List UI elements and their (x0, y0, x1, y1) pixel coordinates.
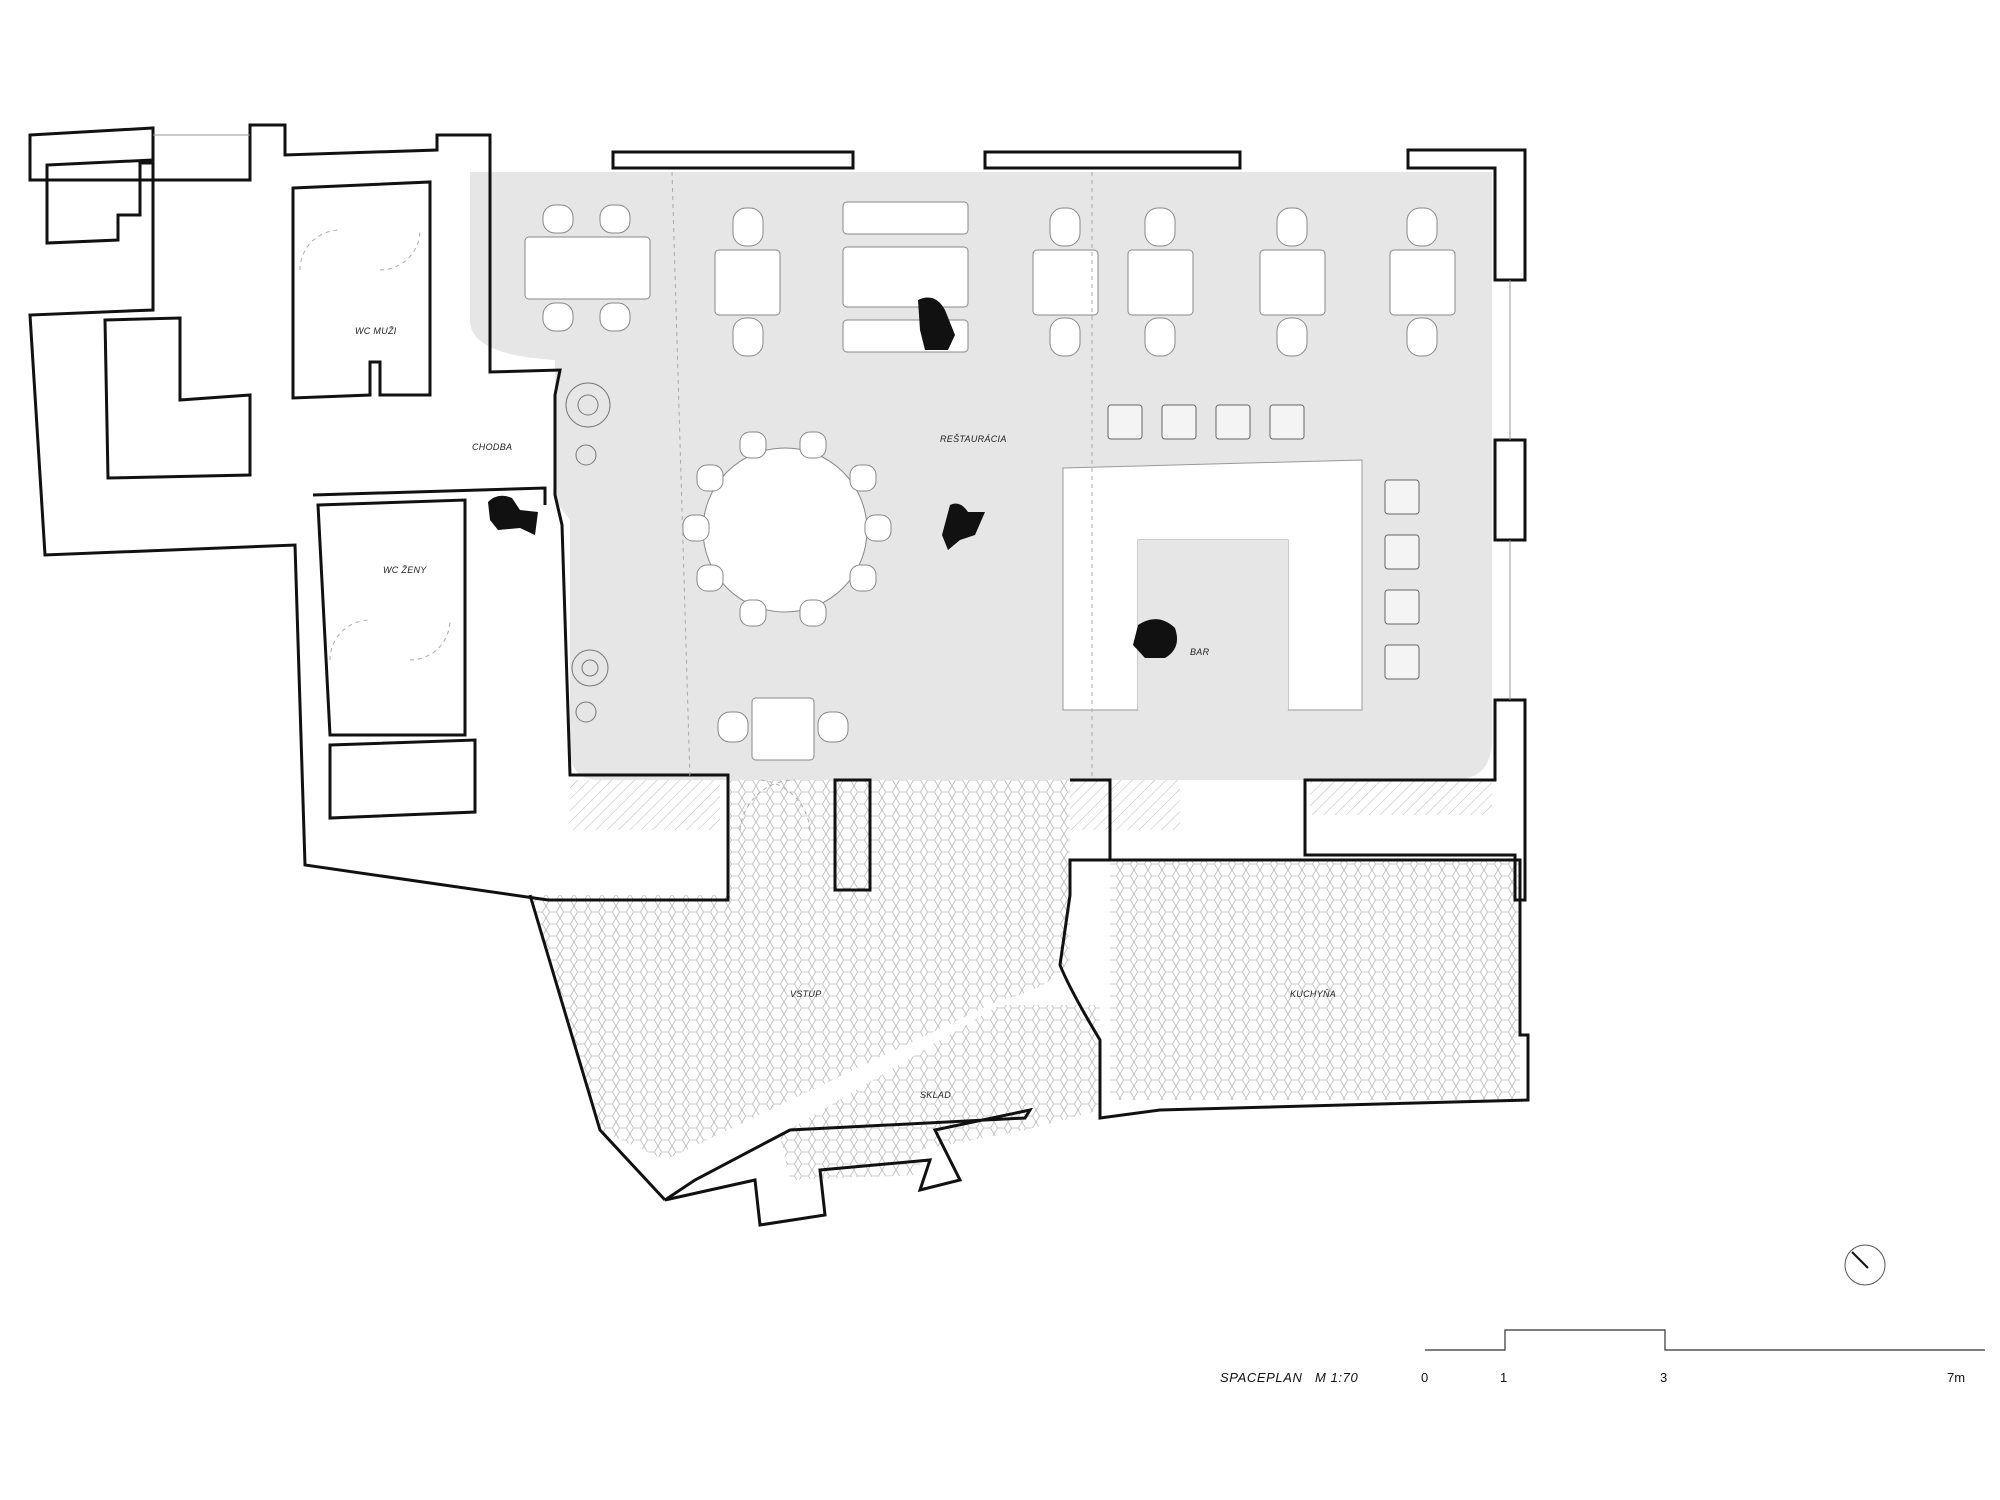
scale-tick-3: 3 (1660, 1370, 1667, 1385)
room-label-kuchyna: KUCHYŇA (1290, 989, 1336, 999)
door-swing-1 (299, 229, 341, 271)
plan-scale: M 1:70 (1315, 1370, 1359, 1385)
hatch-band-1 (570, 780, 720, 830)
pillar-left (833, 778, 872, 892)
table-square-2 (1032, 249, 1099, 316)
north-arrow-icon (1844, 1244, 1886, 1286)
table-square-5 (1389, 249, 1456, 316)
outer-wall-top-mid (983, 150, 1242, 170)
bar-stools (1107, 404, 1420, 680)
table-square-4 (1259, 249, 1326, 316)
person-icon (488, 297, 1178, 658)
door-swing-2 (379, 229, 421, 271)
outer-wall-right-mid (1493, 438, 1527, 542)
chairs (542, 204, 1438, 743)
room-label-restauracia: REŠTAURÁCIA (940, 434, 1007, 444)
scale-tick-0: 0 (1421, 1370, 1428, 1385)
table-rect-2 (842, 246, 969, 308)
wall-corridor (312, 486, 547, 505)
wall-wc-zeny-lower (328, 738, 477, 820)
outer-wall-storage (664, 1107, 1034, 1227)
bench-top (842, 201, 969, 235)
outer-wall-entrance-edge (528, 894, 667, 1202)
room-label-sklad: SKLAD (920, 1090, 951, 1100)
room-label-chodba: CHODBA (472, 442, 512, 452)
outer-wall-kitchen (1058, 858, 1530, 1120)
outer-wall-top-right (611, 150, 855, 170)
storage-floor (780, 1005, 1100, 1180)
table-square-1 (714, 249, 781, 316)
wall-wc-zeny (316, 498, 467, 737)
plant-icon (565, 382, 611, 723)
table-square-3 (1127, 249, 1194, 316)
door-swing-3 (329, 619, 371, 661)
pillar-mid (1070, 778, 1112, 860)
outer-wall-right (1406, 148, 1527, 282)
table-small-bottom (751, 697, 815, 761)
scale-tick-7m: 7m (1947, 1370, 1965, 1385)
room-label-bar: BAR (1190, 647, 1210, 657)
outer-wall-right-lower (1303, 698, 1527, 902)
door-swing-5 (739, 779, 796, 831)
entrance-upper-floor (730, 780, 1070, 895)
scale-tick-1: 1 (1500, 1370, 1507, 1385)
entrance-floor (530, 895, 1070, 1160)
hatch-band-2 (1070, 780, 1180, 830)
room-label-vstup: VSTUP (790, 989, 822, 999)
hatch-band-3 (1310, 780, 1492, 815)
outer-wall-left-wing (28, 123, 730, 902)
table-rect-1 (524, 236, 651, 300)
scale-bar (1425, 1329, 1985, 1351)
structural-line-1 (671, 171, 691, 781)
door-swing-4 (409, 619, 451, 661)
plan-title: SPACEPLAN (1220, 1370, 1302, 1385)
door-swing-6 (759, 779, 811, 831)
wall-wc-muzi (291, 180, 432, 400)
kitchen-floor (1110, 860, 1520, 1100)
table-round (702, 447, 868, 613)
wall-left-rooms (103, 316, 252, 480)
room-label-wc-zeny: WC ŽENY (383, 565, 427, 575)
room-label-wc-muzi: WC MUŽI (355, 326, 397, 336)
